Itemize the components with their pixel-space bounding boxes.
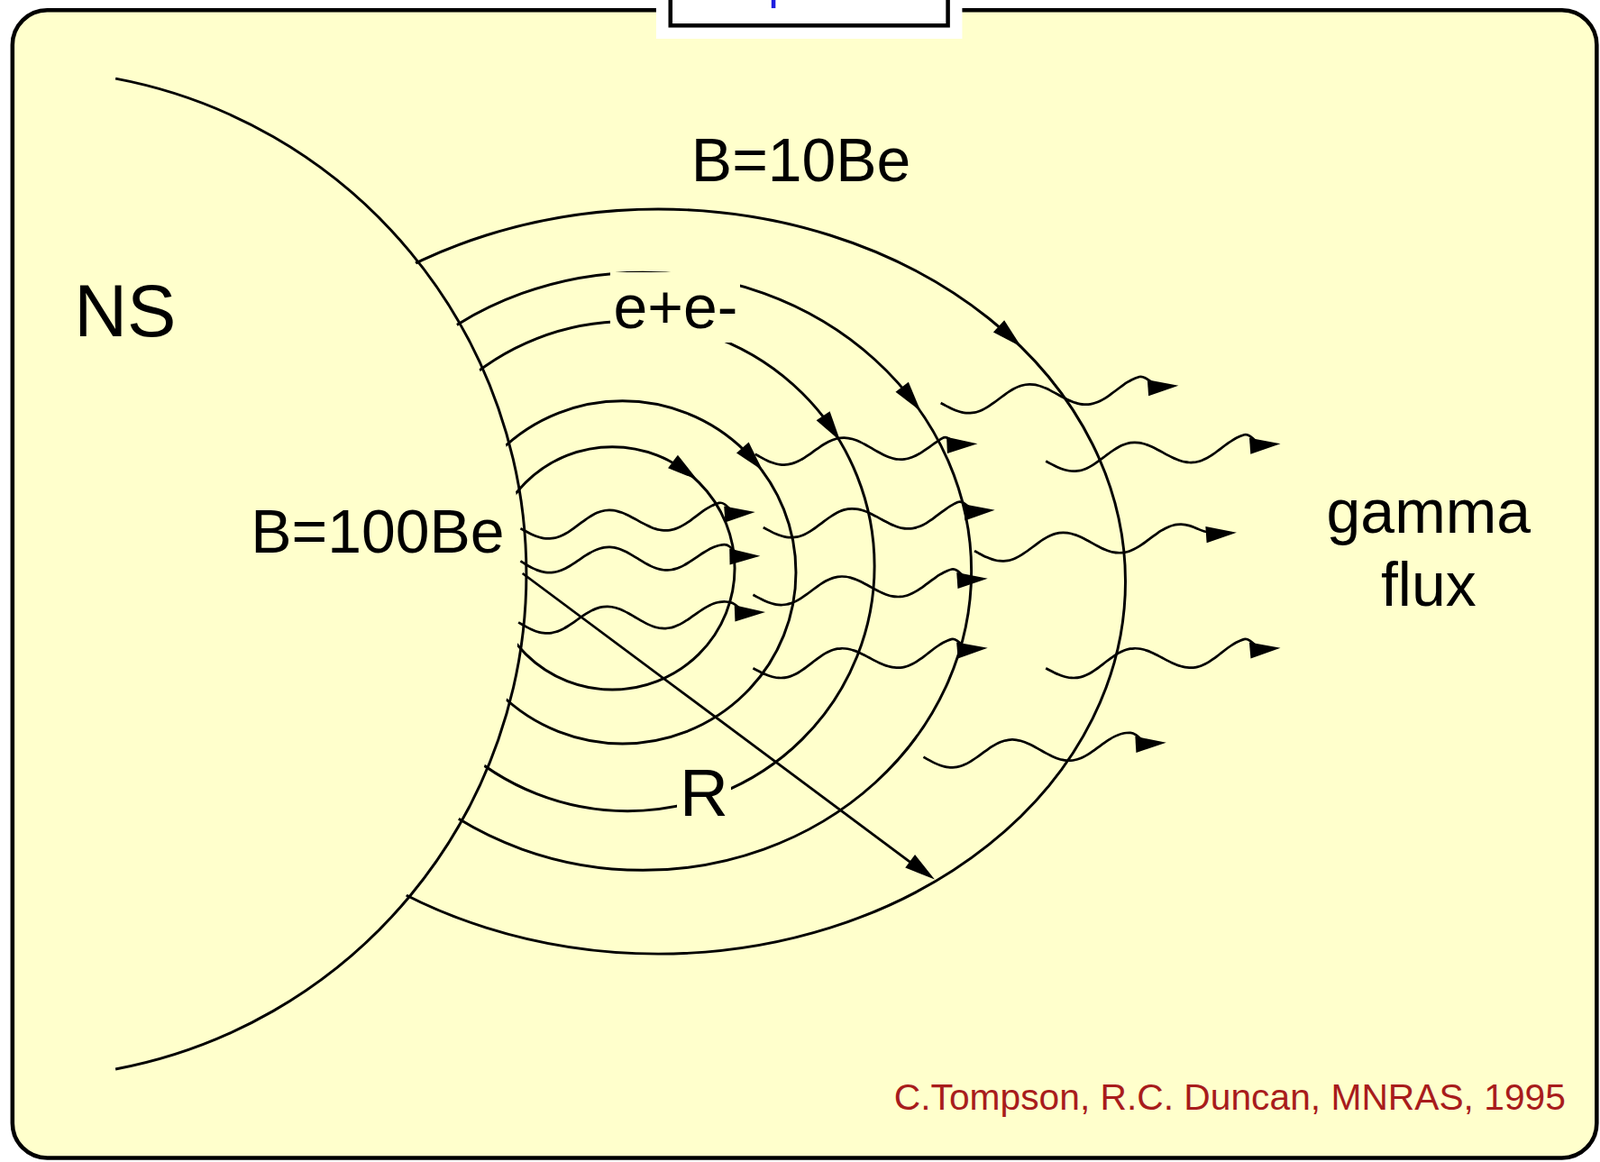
gamma-photon: [755, 437, 958, 466]
photon-arrowhead: [1134, 736, 1166, 753]
gamma-photon: [752, 568, 968, 605]
radius-label: R: [676, 754, 732, 832]
photon-arrowhead: [963, 503, 996, 521]
field-line: [191, 209, 1126, 954]
field-lines: [191, 209, 1126, 954]
photon-arrowhead: [956, 642, 988, 659]
gamma-photon: [752, 639, 968, 678]
photon-arrowhead: [734, 604, 766, 622]
field-arrowhead: [993, 320, 1022, 348]
gamma-photons: [518, 376, 1280, 768]
gamma-photon: [923, 732, 1146, 768]
field-arrowhead: [816, 411, 842, 441]
field-arrowhead: [667, 455, 698, 481]
top-tab-mark: [771, 0, 777, 9]
gamma-photon: [974, 524, 1216, 562]
gamma-photon: [518, 601, 745, 633]
gamma-photon: [1045, 639, 1261, 678]
photon-arrowhead: [956, 572, 988, 589]
top-tab-box: [670, 0, 949, 26]
gamma-photon: [763, 502, 975, 539]
field-line: [489, 447, 735, 690]
gamma-photon: [941, 376, 1159, 413]
gamma-photon: [520, 544, 740, 573]
gamma-photon: [1045, 434, 1261, 472]
photon-arrowhead: [1205, 526, 1237, 543]
gamma-photon: [520, 502, 735, 540]
citation: C.Tompson, R.C. Duncan, MNRAS, 1995: [891, 1076, 1569, 1119]
star-label: NS: [71, 268, 179, 354]
photon-arrowhead: [729, 548, 760, 565]
photon-arrowhead: [1249, 642, 1281, 659]
pair-plasma-label: e+e-: [610, 272, 741, 343]
photon-arrowhead: [723, 505, 755, 522]
field-arrowhead: [896, 382, 922, 412]
field-line: [448, 401, 796, 744]
field-line: [314, 272, 972, 870]
radius-arrow: [522, 573, 935, 880]
photon-arrowhead: [1147, 379, 1180, 396]
photon-arrowhead: [1249, 438, 1281, 455]
field-strength-label: B=10Be: [688, 125, 915, 196]
photon-arrowhead: [946, 437, 978, 454]
radius-arrowhead: [905, 854, 935, 880]
panel-background: [12, 9, 1598, 1158]
gamma-flux-label: gamma flux: [1303, 475, 1555, 622]
field-arrows: [667, 320, 1022, 480]
field-strength-label: B=100Be: [247, 496, 507, 567]
